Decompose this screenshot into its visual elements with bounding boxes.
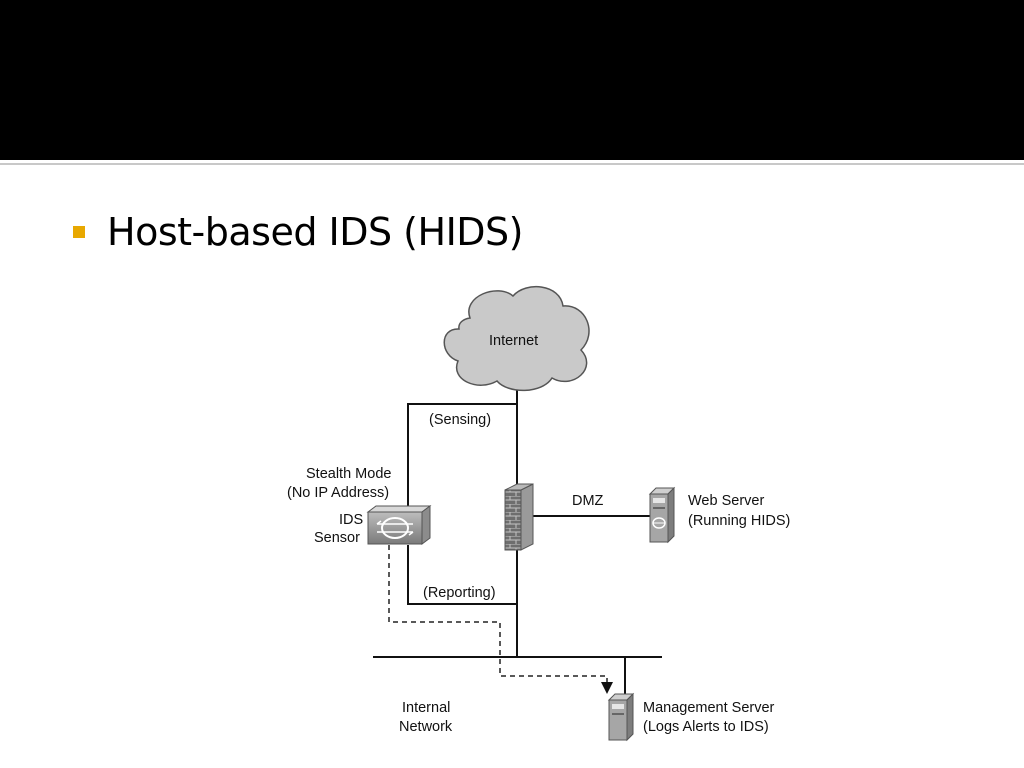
title-divider — [0, 163, 1024, 165]
sensing-label: (Sensing) — [429, 412, 491, 428]
reporting-label: (Reporting) — [423, 585, 496, 601]
server-icon — [607, 692, 635, 742]
reporting-line — [407, 545, 517, 605]
dmz-label: DMZ — [572, 493, 604, 509]
alert-dashed-line — [388, 545, 613, 694]
server-icon — [648, 486, 676, 544]
firewall-icon — [504, 483, 534, 551]
internet-label: Internet — [489, 333, 538, 349]
web-server-label: Web Server — [688, 493, 764, 509]
mgmt-server-label: Management Server — [643, 700, 775, 716]
mgmt-server-logs-label: (Logs Alerts to IDS) — [643, 719, 769, 735]
ids-label: IDS — [339, 512, 363, 528]
bullet-icon — [73, 226, 85, 238]
ids-sensor-icon — [366, 505, 432, 545]
web-server-hids-label: (Running HIDS) — [688, 513, 790, 529]
bullet-text: Host-based IDS (HIDS) — [107, 210, 524, 254]
cloud-icon — [443, 286, 590, 392]
network-label: Network — [399, 719, 453, 735]
stealth-ip-label: (No IP Address) — [287, 485, 389, 501]
stealth-mode-label: Stealth Mode — [306, 466, 391, 482]
title-band — [0, 0, 1024, 160]
sensing-line — [407, 403, 517, 515]
sensor-label: Sensor — [314, 530, 360, 546]
internal-label: Internal — [402, 700, 450, 716]
bullet-item: Host-based IDS (HIDS) — [73, 210, 524, 254]
